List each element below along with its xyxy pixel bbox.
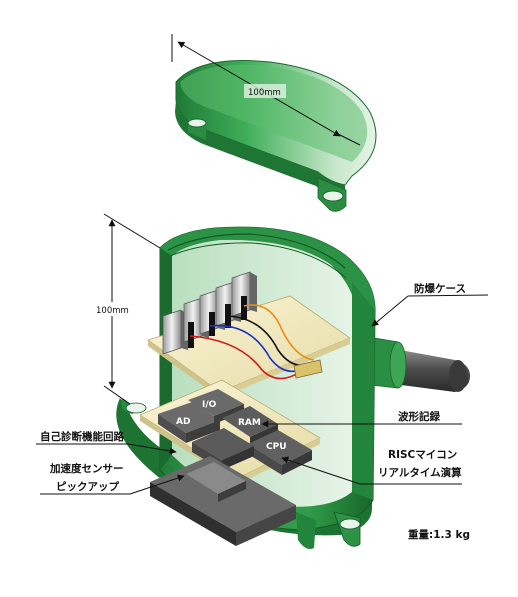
- body-dimension-label: 100mm: [96, 306, 129, 316]
- io-chip: I/O: [188, 389, 244, 424]
- label-pickup: ピックアップ: [56, 480, 119, 493]
- label-acceleration-sensor: 加速度センサー: [49, 462, 124, 475]
- connector-fins: [162, 271, 257, 355]
- ad-chip-label: AD: [176, 417, 190, 427]
- label-waveform-recording: 波形記録: [398, 410, 440, 423]
- ad-chip: AD: [158, 402, 220, 443]
- label-weight: 重量:1.3 kg: [408, 528, 470, 541]
- label-risc-microcontroller: RISCマイコン: [388, 449, 457, 461]
- body-dimension: 100mm: [94, 213, 161, 405]
- label-realtime-calculation: リアルタイム演算: [378, 466, 462, 479]
- upper-board: [147, 295, 351, 398]
- case-lid: [175, 60, 377, 212]
- io-chip-label: I/O: [202, 400, 217, 410]
- ram-chip: RAM: [222, 406, 278, 445]
- signal-wires: [189, 304, 323, 380]
- cpu-chip-label: CPU: [266, 442, 287, 452]
- ram-chip-label: RAM: [238, 418, 261, 428]
- callouts: 防爆ケース 波形記録 RISCマイコン リアルタイム演算 自己診断機能回路 加速…: [36, 282, 489, 541]
- lid-dimension-label: 100mm: [248, 88, 281, 98]
- lid-dimension: 100mm: [171, 34, 361, 146]
- label-self-diagnosis: 自己診断機能回路: [40, 430, 124, 443]
- label-explosion-proof-case: 防爆ケース: [414, 282, 466, 295]
- chips: AD I/O RAM CPU: [158, 389, 312, 475]
- accelerometer-pickup: [150, 456, 296, 546]
